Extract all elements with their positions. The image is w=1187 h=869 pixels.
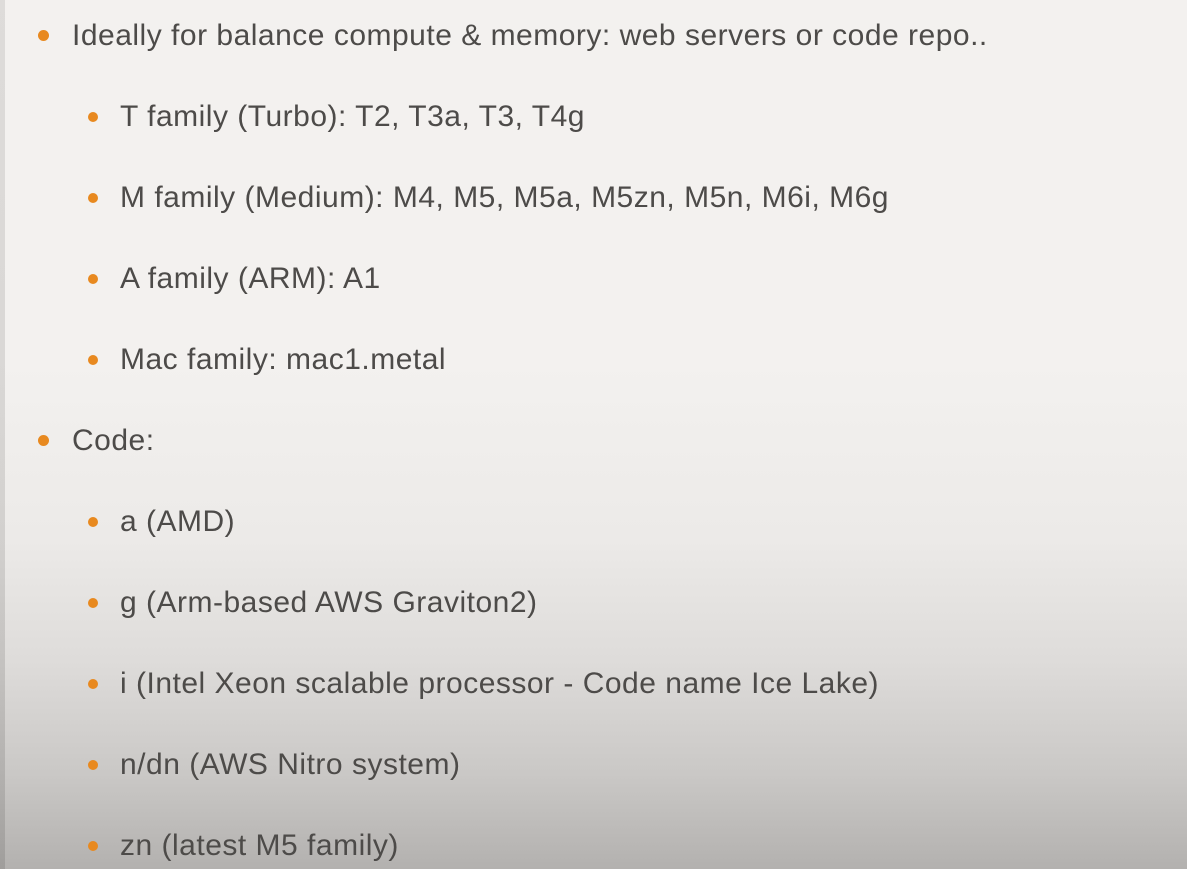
bullet-text: a (AMD) xyxy=(120,504,236,538)
bullet-text: zn (latest M5 family) xyxy=(120,828,399,862)
bullet-item: M family (Medium): M4, M5, M5a, M5zn, M5… xyxy=(0,157,1187,238)
bullet-text: M family (Medium): M4, M5, M5a, M5zn, M5… xyxy=(120,180,889,214)
bullet-item: A family (ARM): A1 xyxy=(0,238,1187,319)
bullet-text: Ideally for balance compute & memory: we… xyxy=(72,18,988,52)
bullet-text: Mac family: mac1.metal xyxy=(120,342,447,376)
bullet-item: Mac family: mac1.metal xyxy=(0,319,1187,400)
bullet-item: i (Intel Xeon scalable processor - Code … xyxy=(0,643,1187,724)
bullet-icon xyxy=(88,597,98,608)
bullet-text: g (Arm-based AWS Graviton2) xyxy=(120,585,538,619)
bullet-icon xyxy=(88,840,98,851)
bullet-text: i (Intel Xeon scalable processor - Code … xyxy=(120,666,880,700)
bullet-item: Ideally for balance compute & memory: we… xyxy=(0,0,1187,76)
bullet-icon xyxy=(88,273,98,284)
bullet-text: A family (ARM): A1 xyxy=(120,261,381,295)
bullet-text: Code: xyxy=(72,423,155,457)
bullet-item: a (AMD) xyxy=(0,481,1187,562)
bullet-icon xyxy=(88,759,98,770)
bullet-icon xyxy=(38,30,49,41)
bullet-item: n/dn (AWS Nitro system) xyxy=(0,724,1187,805)
bullet-item: Code: xyxy=(0,400,1187,481)
bullet-icon xyxy=(88,354,98,365)
bullet-item: zn (latest M5 family) xyxy=(0,805,1187,869)
bullet-text: n/dn (AWS Nitro system) xyxy=(120,747,461,781)
bullet-item: g (Arm-based AWS Graviton2) xyxy=(0,562,1187,643)
bullet-icon xyxy=(88,516,98,527)
bullet-text: T family (Turbo): T2, T3a, T3, T4g xyxy=(120,99,585,133)
bullet-icon xyxy=(88,111,98,122)
bullet-item: T family (Turbo): T2, T3a, T3, T4g xyxy=(0,76,1187,157)
bullet-icon xyxy=(88,678,98,689)
bullet-icon xyxy=(38,435,49,446)
slide-left-edge xyxy=(0,0,5,869)
bullet-icon xyxy=(88,192,98,203)
